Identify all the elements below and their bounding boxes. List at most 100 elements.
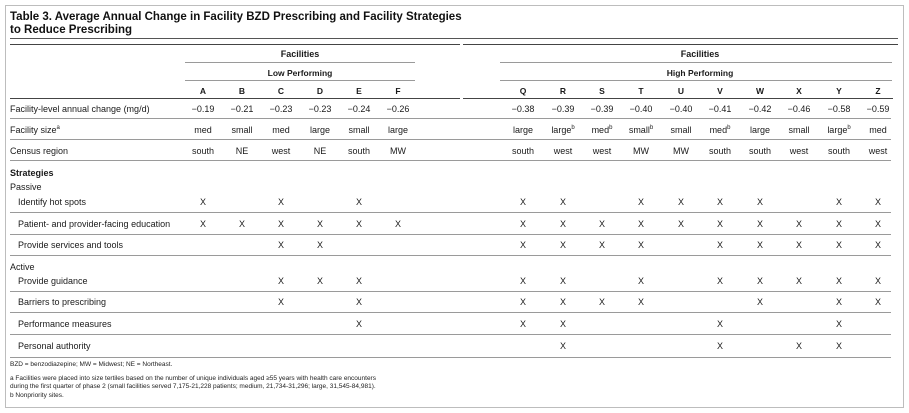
provide-guidance-cell-q: X [519, 276, 526, 286]
barriers-cell-t: X [637, 297, 644, 307]
column-header-q: Q [519, 86, 527, 96]
barriers-cell-z: X [874, 297, 881, 307]
facility-size-row-cell-a: med [194, 125, 212, 135]
education-cell-f: X [394, 219, 401, 229]
annual-change-row-cell-x: −0.46 [787, 104, 811, 114]
census-region-row-cell-v: south [708, 146, 732, 156]
column-header-s: S [599, 86, 605, 96]
table-title: Table 3. Average Annual Change in Facili… [10, 11, 462, 37]
facility-size-row-cell-y: largeb [827, 125, 851, 135]
table-frame [5, 5, 904, 408]
provide-guidance-cell-t: X [637, 276, 644, 286]
facility-size-row-cell-u: small [670, 125, 692, 135]
services-tools-cell-r: X [559, 240, 566, 250]
facility-size-row-cell-v: medb [709, 125, 731, 135]
census-region-row-cell-u: MW [673, 146, 689, 156]
barriers-label: Barriers to prescribing [18, 297, 107, 307]
provide-guidance-label: Provide guidance [18, 276, 88, 286]
footnote-a-line-2: during the first quarter of phase 2 (sma… [10, 383, 376, 390]
row-rule [10, 139, 891, 140]
high-facilities-header: Facilities [680, 49, 720, 59]
column-header-u: U [677, 86, 685, 96]
column-header-f: F [395, 86, 401, 96]
services-tools-cell-s: X [598, 240, 605, 250]
footnote-marker: b [649, 125, 654, 131]
title-rule [10, 38, 898, 39]
provide-guidance-cell-w: X [756, 276, 763, 286]
annual-change-row-cell-r: −0.39 [551, 104, 575, 114]
education-cell-c: X [277, 219, 284, 229]
barriers-cell-y: X [835, 297, 842, 307]
personal-authority-cell-y: X [835, 341, 842, 351]
provide-guidance-cell-y: X [835, 276, 842, 286]
passive-label: Passive [10, 182, 42, 192]
facility-size-row-cell-s: medb [591, 125, 613, 135]
education-cell-z: X [874, 219, 881, 229]
personal-authority-cell-r: X [559, 341, 566, 351]
row-rule [10, 234, 891, 235]
low-performing-rule [185, 80, 415, 81]
barriers-cell-r: X [559, 297, 566, 307]
annual-change-row-cell-y: −0.58 [827, 104, 851, 114]
table-title-line-2: to Reduce Prescribing [10, 24, 133, 36]
facility-size-row-cell-r: largeb [551, 125, 575, 135]
footnote-marker: b [571, 125, 575, 131]
identify-hot-spots-cell-v: X [716, 197, 723, 207]
services-tools-cell-y: X [835, 240, 842, 250]
row-rule [10, 160, 891, 161]
footnote-marker: a [56, 125, 60, 131]
education-cell-u: X [677, 219, 684, 229]
footnotes: BZD = benzodiazepine; MW = Midwest; NE =… [10, 361, 376, 400]
education-cell-y: X [835, 219, 842, 229]
row-rule [10, 291, 891, 292]
services-tools-cell-d: X [316, 240, 323, 250]
performance-measures-cell-r: X [559, 319, 566, 329]
annual-change-row-cell-d: −0.23 [308, 104, 332, 114]
facility-size-row-cell-x: small [788, 125, 810, 135]
annual-change-row-cell-v: −0.41 [708, 104, 732, 114]
column-header-r: R [559, 86, 567, 96]
census-region-row-cell-s: west [592, 146, 612, 156]
identify-hot-spots-cell-z: X [874, 197, 881, 207]
column-header-w: W [755, 86, 765, 96]
provide-guidance-cell-z: X [874, 276, 881, 286]
census-region-row-cell-y: south [827, 146, 851, 156]
footnote-marker: b [847, 125, 851, 131]
census-region-row-cell-a: south [191, 146, 215, 156]
personal-authority-cell-v: X [716, 341, 723, 351]
annual-change-row-cell-w: −0.42 [748, 104, 772, 114]
services-tools-cell-c: X [277, 240, 284, 250]
column-header-z: Z [875, 86, 881, 96]
identify-hot-spots-label: Identify hot spots [18, 197, 87, 207]
table-top-rule-left [10, 44, 460, 45]
education-cell-d: X [316, 219, 323, 229]
column-header-c: C [277, 86, 285, 96]
annual-change-row-cell-e: −0.24 [347, 104, 371, 114]
table-bottom-rule [10, 357, 891, 358]
header-bottom-rule-right [463, 98, 893, 99]
facility-size-row-cell-b: small [231, 125, 253, 135]
facility-size-row-cell-w: large [749, 125, 770, 135]
census-region-row-cell-t: MW [633, 146, 649, 156]
identify-hot-spots-cell-e: X [355, 197, 362, 207]
performance-measures-cell-y: X [835, 319, 842, 329]
census-region-row-cell-f: MW [390, 146, 406, 156]
provide-guidance-cell-c: X [277, 276, 284, 286]
identify-hot-spots-cell-c: X [277, 197, 284, 207]
services-tools-cell-x: X [795, 240, 802, 250]
column-header-e: E [356, 86, 362, 96]
services-tools-cell-z: X [874, 240, 881, 250]
facility-size-row-label: Facility sizea [10, 125, 60, 135]
low-performing-header: Low Performing [267, 68, 333, 78]
barriers-cell-s: X [598, 297, 605, 307]
annual-change-row-label: Facility-level annual change (mg/d) [10, 104, 150, 114]
provide-guidance-cell-d: X [316, 276, 323, 286]
provide-guidance-cell-r: X [559, 276, 566, 286]
annual-change-row-cell-c: −0.23 [269, 104, 293, 114]
identify-hot-spots-cell-y: X [835, 197, 842, 207]
performance-measures-cell-q: X [519, 319, 526, 329]
census-region-row-cell-c: west [271, 146, 291, 156]
facility-size-row-cell-e: small [348, 125, 370, 135]
annual-change-row-cell-t: −0.40 [629, 104, 653, 114]
identify-hot-spots-cell-q: X [519, 197, 526, 207]
